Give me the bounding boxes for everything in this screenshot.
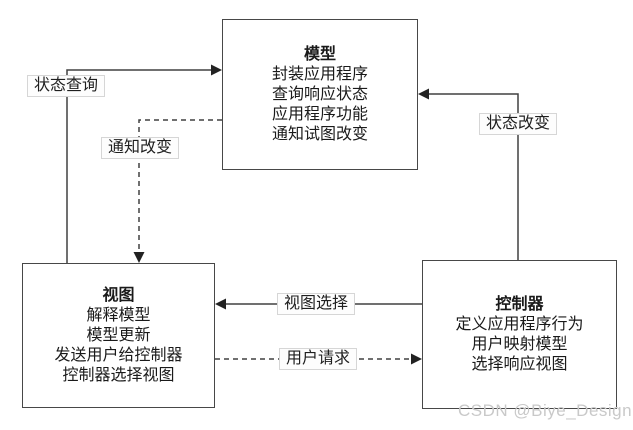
edge-state-change-arrowhead-left (418, 88, 429, 100)
node-controller-line: 用户映射模型 (471, 335, 568, 353)
edge-notify-change-line (138, 119, 222, 254)
edge-state-query-line (66, 69, 213, 263)
edge-label-state-change: 状态改变 (478, 113, 558, 135)
node-model: 模型 封装应用程序 查询响应状态 应用程序功能 通知试图改变 (222, 19, 418, 170)
node-model-line: 应用程序功能 (271, 105, 368, 123)
node-controller: 控制器 定义应用程序行为 用户映射模型 选择响应视图 (422, 260, 617, 409)
edge-state-change-line (427, 93, 519, 260)
node-model-line: 通知试图改变 (271, 125, 368, 143)
edge-label-state-query: 状态查询 (26, 75, 106, 97)
node-controller-line: 定义应用程序行为 (455, 315, 584, 333)
edge-label-user-request: 用户请求 (278, 348, 358, 370)
node-view-line: 发送用户给控制器 (54, 346, 183, 364)
node-view-line: 解释模型 (86, 306, 151, 324)
node-model-line: 查询响应状态 (271, 85, 368, 103)
edge-notify-change-arrowhead-down (133, 252, 145, 263)
node-controller-title: 控制器 (495, 295, 544, 313)
edge-label-view-select: 视图选择 (276, 293, 356, 315)
edge-state-query-arrowhead-right (211, 64, 222, 76)
csdn-watermark: CSDN @Biye_Design (458, 401, 633, 420)
node-view-title: 视图 (102, 286, 135, 304)
node-view-line: 模型更新 (86, 326, 151, 344)
node-controller-line: 选择响应视图 (471, 355, 568, 373)
node-view-line: 控制器选择视图 (62, 366, 175, 384)
node-view: 视图 解释模型 模型更新 发送用户给控制器 控制器选择视图 (22, 263, 215, 408)
edge-view-select-arrowhead-left (215, 298, 226, 310)
node-model-line: 封装应用程序 (271, 65, 368, 83)
node-model-title: 模型 (303, 45, 336, 63)
edge-label-notify-change: 通知改变 (100, 137, 180, 159)
edge-user-request-arrowhead-right (411, 353, 422, 365)
